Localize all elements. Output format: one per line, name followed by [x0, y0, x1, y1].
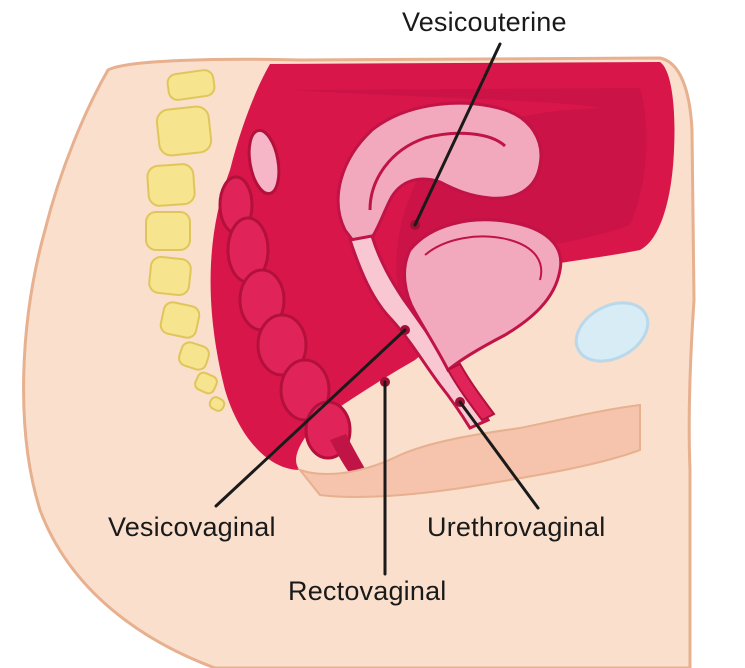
urethrovaginal-label: Urethrovaginal: [427, 511, 605, 543]
rectovaginal-label: Rectovaginal: [288, 575, 447, 607]
vesicouterine-label: Vesicouterine: [402, 6, 567, 38]
vesicovaginal-label: Vesicovaginal: [108, 511, 276, 543]
